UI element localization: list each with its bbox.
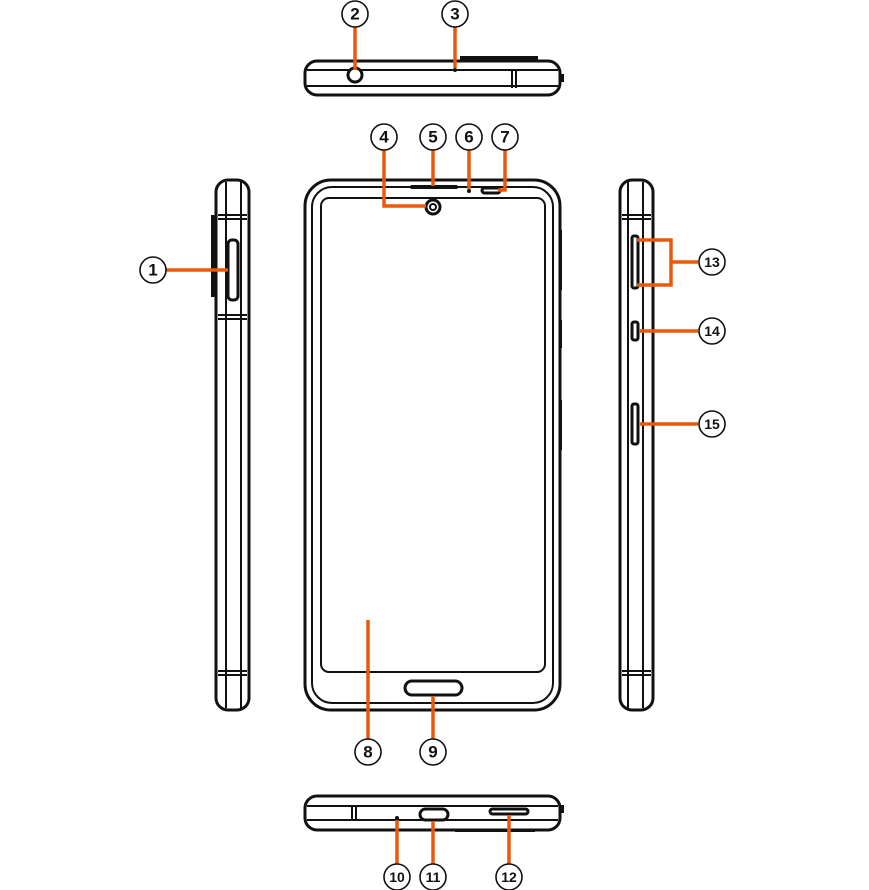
callout-6: 6 xyxy=(455,123,483,151)
callout-label: 1 xyxy=(148,261,157,280)
callout-2: 2 xyxy=(341,0,369,28)
headset-jack xyxy=(346,66,364,84)
volume-keys xyxy=(630,234,640,290)
callout-3: 3 xyxy=(441,0,469,28)
callout-11: 11 xyxy=(419,863,447,890)
card-slot-tray xyxy=(226,238,240,302)
callout-label: 9 xyxy=(428,743,437,762)
callout-label: 8 xyxy=(363,743,372,762)
callout-label: 6 xyxy=(464,128,473,147)
leader-lines xyxy=(166,27,698,864)
fingerprint-sensor xyxy=(403,679,464,697)
callout-4: 4 xyxy=(370,123,398,151)
front-camera xyxy=(424,198,442,216)
notification-led xyxy=(480,186,502,195)
callout-1: 1 xyxy=(139,256,167,284)
phone-left-view xyxy=(211,178,251,712)
usb-c-port xyxy=(418,807,450,822)
callout-9: 9 xyxy=(419,738,447,766)
callout-label: 15 xyxy=(704,416,720,432)
callout-12: 12 xyxy=(495,863,523,890)
callout-label: 7 xyxy=(500,128,509,147)
proximity-sensor xyxy=(467,189,471,193)
callout-label: 12 xyxy=(501,869,517,885)
callout-7: 7 xyxy=(491,123,519,151)
callout-8: 8 xyxy=(354,738,382,766)
power-key xyxy=(630,320,640,342)
callout-label: 10 xyxy=(389,869,405,885)
callout-label: 2 xyxy=(350,5,359,24)
speaker xyxy=(488,807,530,816)
callout-15: 15 xyxy=(698,410,726,438)
assist-key xyxy=(630,402,640,446)
callout-label: 11 xyxy=(426,869,441,885)
display xyxy=(320,197,546,673)
earpiece xyxy=(410,185,458,189)
callout-13: 13 xyxy=(698,248,726,276)
callout-label: 5 xyxy=(428,128,437,147)
callout-14: 14 xyxy=(698,317,726,345)
phone-bottom-view xyxy=(303,794,564,832)
bottom-mic xyxy=(395,816,399,820)
callout-label: 4 xyxy=(379,128,389,147)
callout-5: 5 xyxy=(419,123,447,151)
top-mic xyxy=(453,68,457,72)
callout-label: 14 xyxy=(704,323,720,339)
callout-label: 3 xyxy=(450,5,459,24)
callout-10: 10 xyxy=(383,863,411,890)
phone-front-view xyxy=(303,178,562,712)
callout-label: 13 xyxy=(704,254,720,270)
phone-top-view xyxy=(303,56,564,97)
phone-right-view xyxy=(618,178,655,712)
